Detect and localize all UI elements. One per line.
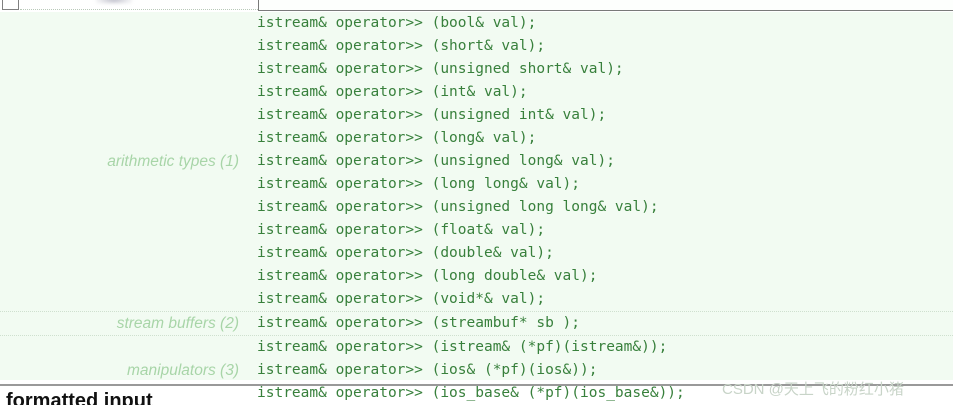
signature-line: istream& operator>> (int& val); (257, 84, 528, 100)
group-label-manipulators: manipulators (3) (127, 361, 239, 379)
signature-line: istream& operator>> (float& val); (257, 222, 546, 238)
signature-line: istream& operator>> (double& val); (257, 245, 554, 261)
signature-group-stream-buffers: stream buffers (2) istream& operator>> (… (0, 311, 953, 336)
signature-line: istream& operator>> (ios& (*pf)(ios&)); (257, 362, 598, 378)
signature-group-manipulators: manipulators (3) istream& operator>> (is… (0, 336, 953, 405)
top-panel-edge (258, 0, 953, 11)
signature-line: istream& operator>> (istream& (*pf)(istr… (257, 339, 668, 355)
signature-line: istream& operator>> (unsigned int& val); (257, 107, 607, 123)
signature-table: arithmetic types (1) istream& operator>>… (0, 12, 953, 401)
signature-line: istream& operator>> (long double& val); (257, 268, 598, 284)
section-divider-rule (0, 384, 953, 386)
signature-line: istream& operator>> (short& val); (257, 38, 546, 54)
top-dotted-divider (20, 9, 258, 10)
group-signatures-arithmetic-types: istream& operator>> (bool& val); istream… (249, 12, 953, 311)
group-signatures-stream-buffers: istream& operator>> (streambuf* sb ); (249, 312, 953, 335)
faded-ui-element (96, 0, 132, 4)
signature-line: istream& operator>> (void*& val); (257, 291, 546, 307)
top-left-box-outline (2, 0, 19, 10)
signature-line: istream& operator>> (bool& val); (257, 15, 537, 31)
signature-group-arithmetic-types: arithmetic types (1) istream& operator>>… (0, 12, 953, 311)
signature-line: istream& operator>> (long& val); (257, 130, 537, 146)
signature-line: istream& operator>> (unsigned long long&… (257, 199, 659, 215)
group-label-stream-buffers: stream buffers (2) (116, 314, 239, 332)
signature-line: istream& operator>> (streambuf* sb ); (257, 315, 581, 331)
group-signatures-manipulators: istream& operator>> (istream& (*pf)(istr… (249, 336, 953, 405)
top-chrome-strip (0, 0, 953, 12)
group-label-arithmetic-types: arithmetic types (1) (107, 152, 239, 170)
section-heading-formatted-input: formatted input (6, 390, 153, 405)
signature-line: istream& operator>> (unsigned long& val)… (257, 153, 615, 169)
signature-line: istream& operator>> (unsigned short& val… (257, 61, 624, 77)
signature-line: istream& operator>> (ios_base& (*pf)(ios… (257, 385, 685, 401)
signature-line: istream& operator>> (long long& val); (257, 176, 581, 192)
